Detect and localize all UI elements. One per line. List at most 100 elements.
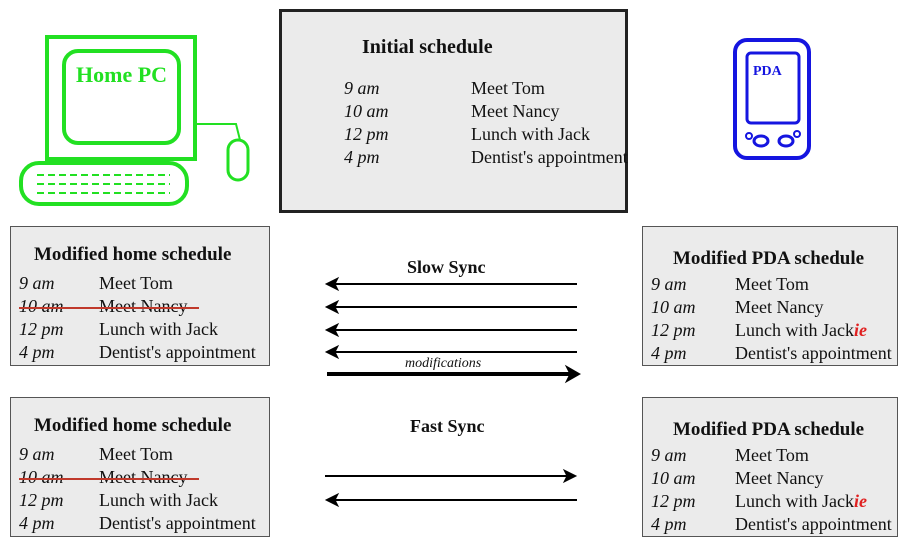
schedule-row: 10 am Meet Nancy (19, 296, 279, 318)
schedule-time: 4 pm (651, 343, 687, 363)
schedule-event-text: Lunch with Jack (99, 319, 218, 339)
schedule-event-text: Meet Nancy (99, 296, 188, 316)
schedule-time: 12 pm (344, 124, 389, 144)
schedule-event-text: Dentist's appointment (735, 343, 892, 363)
mouse-cable (195, 123, 241, 141)
schedule-event: Meet Tom (471, 78, 545, 99)
strikethrough-line (19, 307, 199, 309)
schedule-event: Lunch with Jackie (735, 491, 867, 512)
fast-sync-label: Fast Sync (410, 416, 485, 436)
schedule-event-text: Dentist's appointment (471, 147, 628, 167)
schedule-time: 10 am (19, 296, 64, 316)
schedule-time: 9 am (651, 274, 687, 294)
schedule-event: Meet Tom (99, 273, 173, 294)
home-slow-schedule-title: Modified home schedule (34, 244, 232, 265)
schedule-row: 9 am Meet Tom (19, 444, 279, 466)
slow-sync-label: Slow Sync (407, 257, 486, 277)
schedule-row: 12 pm Lunch with Jack (344, 124, 604, 146)
schedule-time: 10 am (344, 101, 389, 121)
schedule-time: 4 pm (19, 342, 55, 362)
schedule-event: Lunch with Jack (471, 124, 590, 145)
slow-sync-arrow-2 (324, 299, 577, 315)
schedule-event-text: Lunch with Jack (99, 490, 218, 510)
schedule-row: 10 am Meet Nancy (651, 468, 899, 490)
schedule-event: Lunch with Jack (99, 490, 218, 511)
schedule-event: Meet Nancy (99, 296, 187, 317)
schedule-event: Dentist's appointment (471, 147, 628, 168)
schedule-event: Meet Nancy (99, 467, 187, 488)
event-suffix: ie (853, 320, 867, 340)
pda-label: PDA (753, 64, 782, 79)
schedule-event: Meet Tom (735, 445, 809, 466)
schedule-row: 4 pm Dentist's appointment (651, 514, 899, 536)
pda-button-small-right (793, 130, 801, 138)
modifications-arrow (327, 364, 582, 384)
schedule-time: 4 pm (651, 514, 687, 534)
home-fast-schedule-box: Modified home schedule 9 am Meet Tom 10 am… (10, 397, 270, 537)
schedule-event-text: Dentist's appointment (99, 342, 256, 362)
schedule-row: 10 am Meet Nancy (344, 101, 604, 123)
schedule-event-text: Meet Tom (735, 445, 809, 465)
schedule-event-text: Dentist's appointment (99, 513, 256, 533)
schedule-row: 9 am Meet Tom (344, 78, 604, 100)
schedule-time: 10 am (19, 467, 64, 487)
schedule-event: Meet Nancy (735, 468, 823, 489)
schedule-event-text: Meet Nancy (735, 468, 824, 488)
schedule-row: 12 pm Lunch with Jack (19, 319, 279, 341)
schedule-row: 9 am Meet Tom (651, 274, 899, 296)
schedule-time: 9 am (344, 78, 380, 98)
schedule-event-text: Meet Nancy (471, 101, 560, 121)
home-slow-schedule-box: Modified home schedule 9 am Meet Tom 10 am… (10, 226, 270, 366)
schedule-event-text: Meet Nancy (99, 467, 188, 487)
schedule-event-text: Meet Tom (735, 274, 809, 294)
home-pc-label: Home PC (76, 62, 168, 87)
pda-fast-schedule-title: Modified PDA schedule (673, 419, 865, 440)
pda-button-right (777, 134, 795, 148)
schedule-row: 9 am Meet Tom (651, 445, 899, 467)
schedule-time: 9 am (19, 444, 55, 464)
schedule-event-text: Meet Tom (99, 273, 173, 293)
pda-button-left (752, 134, 770, 148)
schedule-event: Lunch with Jackie (735, 320, 867, 341)
schedule-event: Meet Tom (99, 444, 173, 465)
pda-screen (745, 51, 801, 125)
schedule-event-text: Lunch with Jack (735, 491, 854, 511)
fast-sync-arrow-left (324, 492, 577, 508)
schedule-time: 10 am (651, 468, 696, 488)
monitor-screen (62, 49, 181, 145)
schedule-event: Meet Nancy (735, 297, 823, 318)
schedule-event: Meet Nancy (471, 101, 559, 122)
schedule-event: Dentist's appointment (735, 343, 892, 364)
schedule-time: 12 pm (19, 319, 64, 339)
schedule-time: 9 am (651, 445, 687, 465)
fast-sync-arrow-right (325, 468, 578, 484)
pda-button-small-left (745, 132, 753, 140)
desktop-computer-icon (19, 35, 250, 206)
schedule-row: 9 am Meet Tom (19, 273, 279, 295)
strikethrough-line (19, 478, 199, 480)
pda-fast-schedule-box: Modified PDA schedule 9 am Meet Tom 10 am M… (642, 397, 898, 537)
schedule-event-text: Meet Nancy (735, 297, 824, 317)
schedule-event-text: Dentist's appointment (735, 514, 892, 534)
schedule-time: 9 am (19, 273, 55, 293)
schedule-time: 4 pm (19, 513, 55, 533)
schedule-event-text: Lunch with Jack (471, 124, 590, 144)
keyboard (19, 161, 189, 206)
schedule-event: Dentist's appointment (99, 513, 256, 534)
mouse (226, 138, 250, 182)
schedule-row: 4 pm Dentist's appointment (19, 513, 279, 535)
schedule-row: 10 am Meet Nancy (19, 467, 279, 489)
pda-body (733, 38, 811, 160)
event-suffix: ie (853, 491, 867, 511)
slow-sync-arrow-1 (324, 276, 577, 292)
schedule-event: Dentist's appointment (99, 342, 256, 363)
home-fast-schedule-title: Modified home schedule (34, 415, 232, 436)
pda-icon (733, 38, 811, 160)
